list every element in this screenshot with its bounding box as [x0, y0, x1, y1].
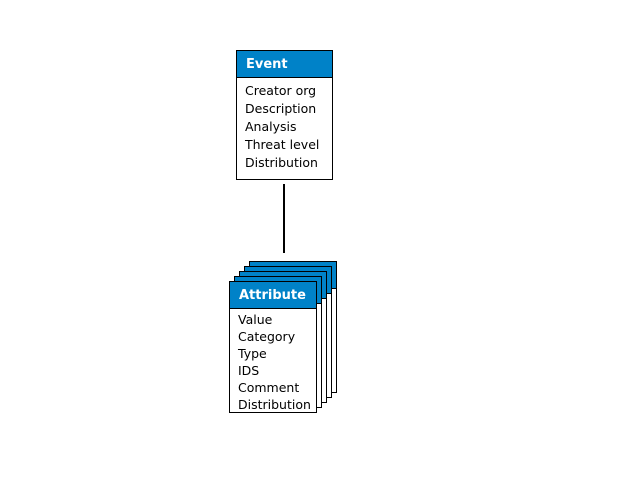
attribute-field: Value — [238, 312, 273, 327]
attribute-entity-box: Attribute Value Category Type IDS Commen… — [229, 281, 317, 413]
event-field: Distribution — [245, 155, 318, 170]
attribute-entity-header: Attribute — [230, 282, 316, 309]
event-field-list: Creator org Description Analysis Threat … — [237, 78, 332, 172]
event-field: Creator org — [245, 83, 317, 98]
event-entity-header: Event — [237, 51, 332, 78]
attribute-entity-title: Attribute — [239, 287, 306, 303]
event-field: Threat level — [245, 137, 320, 152]
attribute-field: Category — [238, 329, 296, 344]
attribute-field: IDS — [238, 363, 260, 378]
attribute-field: Comment — [238, 380, 300, 395]
attribute-field-list: Value Category Type IDS Comment Distribu… — [230, 309, 316, 413]
event-field: Description — [245, 101, 317, 116]
event-entity-title: Event — [246, 56, 288, 72]
attribute-field: Type — [238, 346, 267, 361]
event-entity-box: Event Creator org Description Analysis T… — [236, 50, 333, 180]
attribute-field: Distribution — [238, 397, 311, 412]
event-field: Analysis — [245, 119, 297, 134]
connector-line — [283, 184, 285, 253]
